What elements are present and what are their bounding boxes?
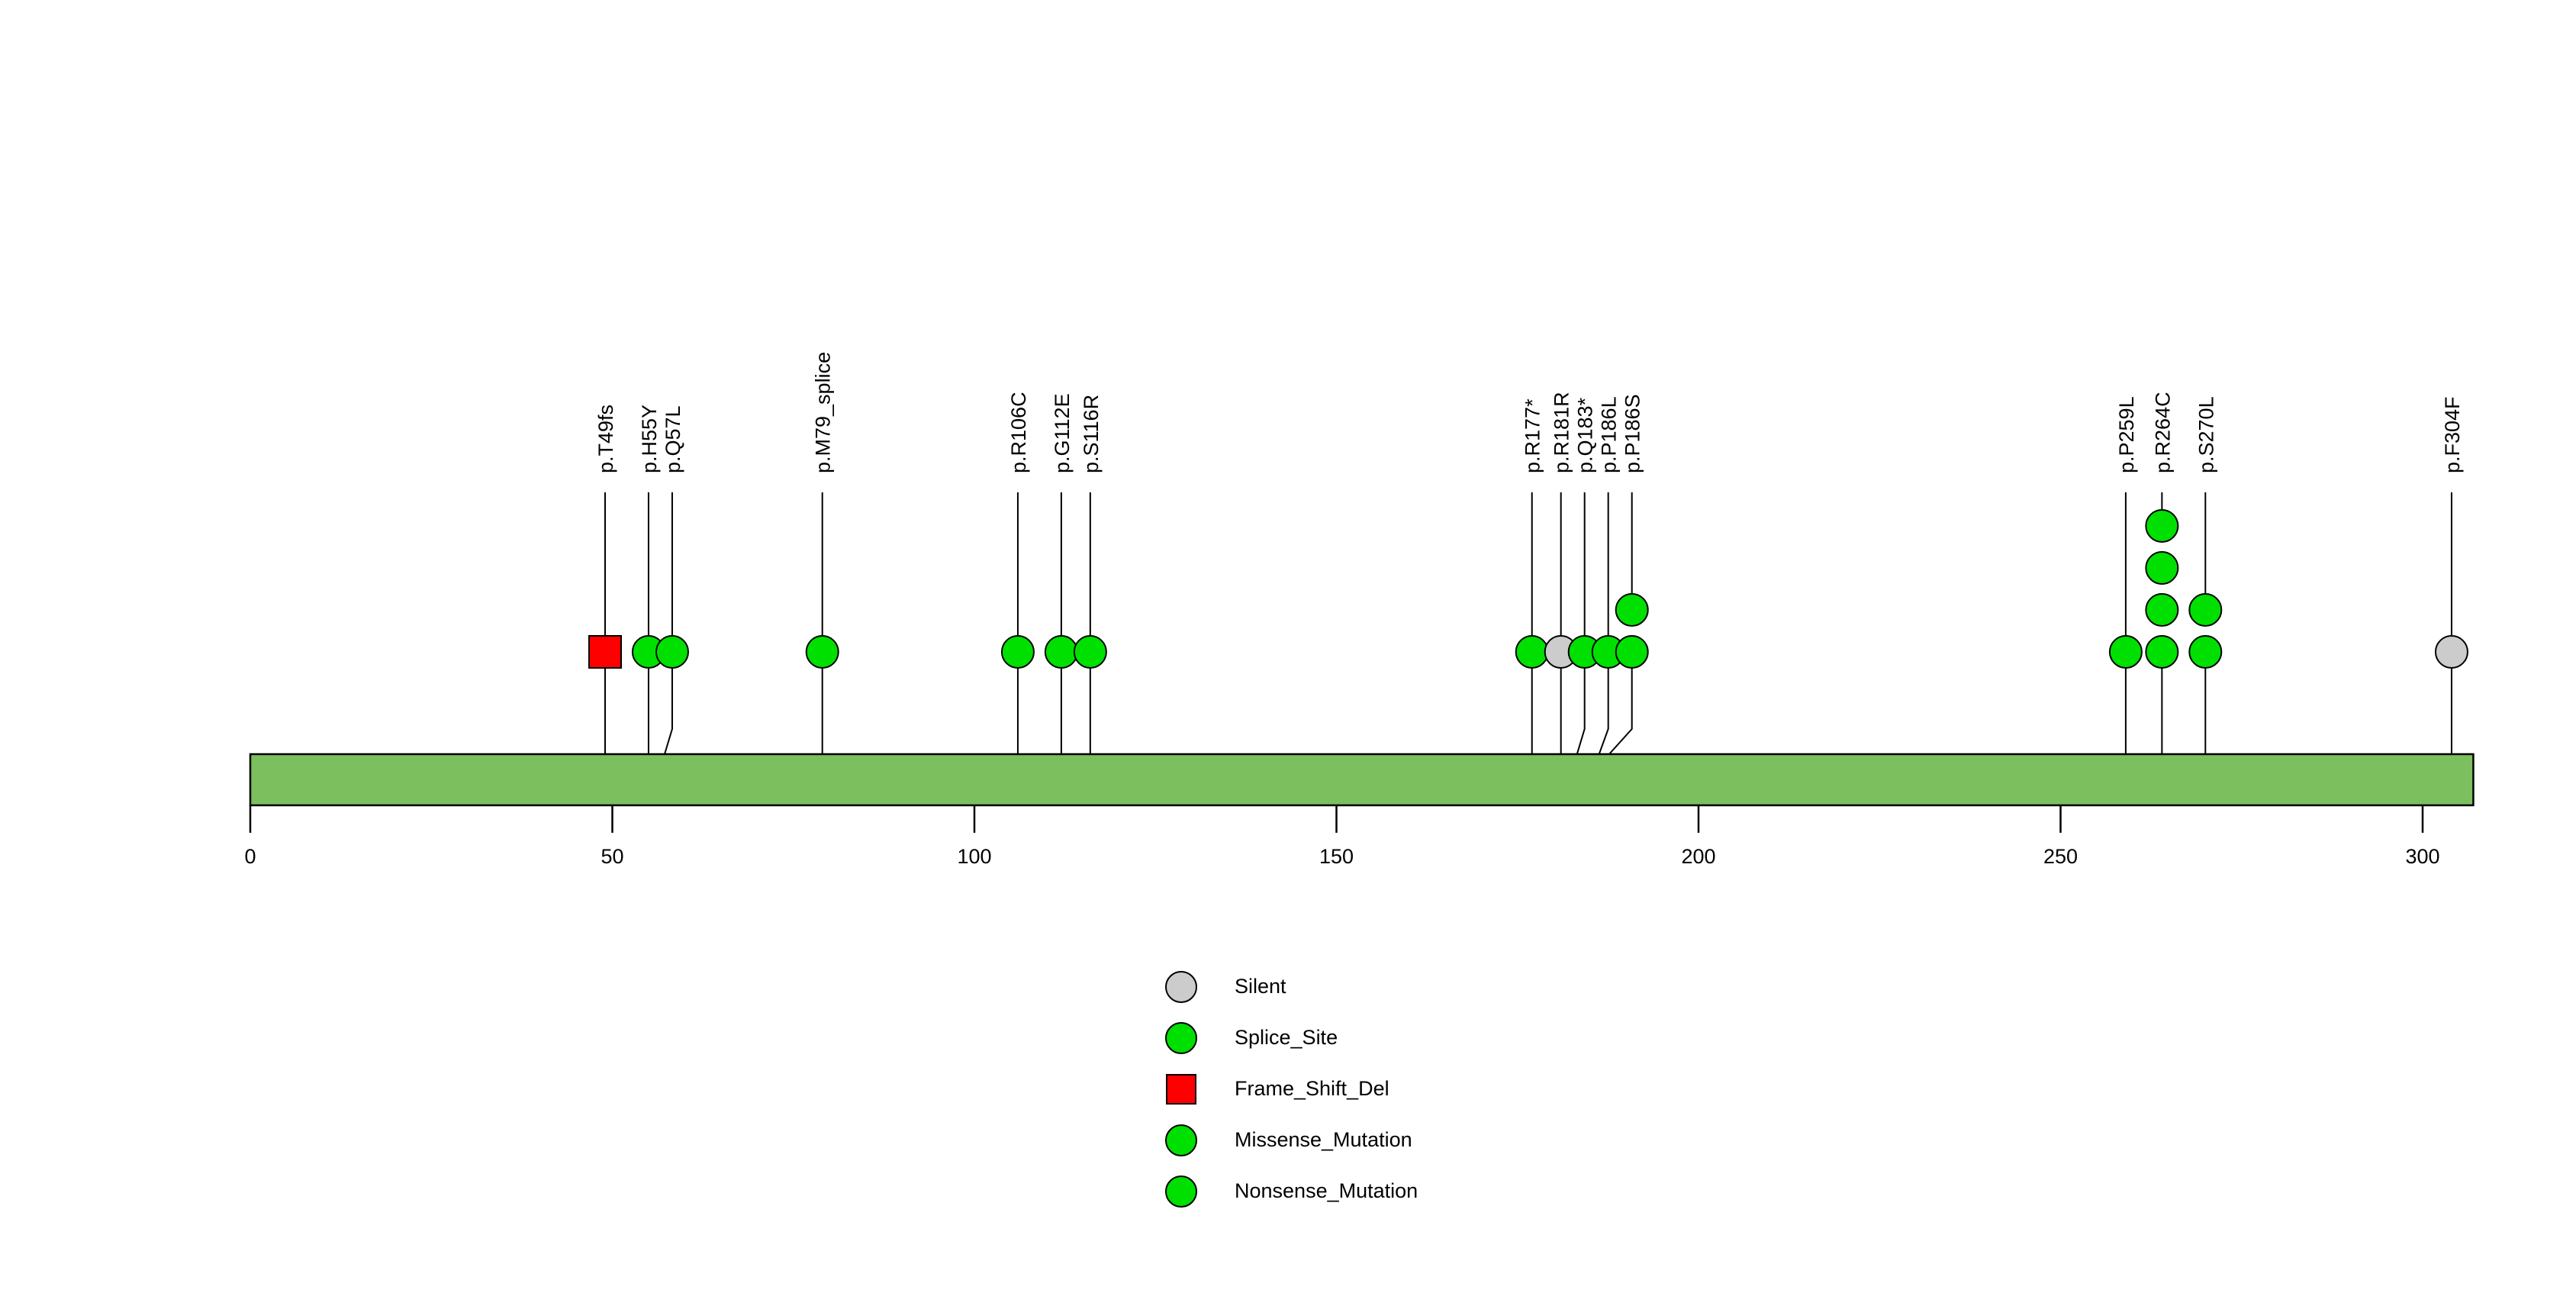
axis-tick-label: 300 [2405, 845, 2439, 868]
legend-swatch [1165, 1124, 1197, 1156]
axis-tick-label: 250 [2043, 845, 2078, 868]
mutation-marker[interactable] [2145, 551, 2179, 585]
mutation-label: p.P259L [2115, 396, 2138, 473]
axis-tick-label: 100 [957, 845, 991, 868]
mutation-marker[interactable] [1615, 635, 1649, 669]
mutation-label: p.R181R [1550, 392, 1573, 473]
mutation-marker[interactable] [1000, 635, 1035, 669]
mutation-marker[interactable] [2434, 635, 2468, 669]
mutation-marker[interactable] [655, 635, 689, 669]
mutation-label: p.Q57L [662, 405, 684, 473]
mutation-label: p.Q183* [1574, 397, 1597, 473]
legend-swatch [1165, 971, 1197, 1003]
mutation-marker[interactable] [1515, 635, 1549, 669]
mutation-marker[interactable] [588, 635, 623, 669]
legend-swatch [1166, 1074, 1196, 1105]
axis-tick-label: 150 [1319, 845, 1354, 868]
mutation-label: p.R264C [2151, 392, 2174, 473]
legend-label: Splice_Site [1235, 1026, 1338, 1049]
mutation-marker[interactable] [2188, 593, 2223, 627]
mutation-marker[interactable] [2145, 593, 2179, 627]
mutation-label: p.P186L [1598, 396, 1621, 473]
axis-tick-label: 200 [1681, 845, 1715, 868]
legend-label: Silent [1235, 975, 1286, 998]
mutation-label: p.S270L [2194, 396, 2217, 473]
mutation-marker[interactable] [1615, 593, 1649, 627]
mutation-label: p.R177* [1521, 398, 1544, 473]
legend-swatch [1165, 1176, 1197, 1208]
axis-layer: 0 50 100 150 200 250 300 [244, 805, 2440, 868]
mutation-marker[interactable] [1073, 635, 1107, 669]
legend-label: Missense_Mutation [1235, 1128, 1412, 1151]
mutation-marker[interactable] [2145, 635, 2179, 669]
mutation-label: p.H55Y [638, 405, 661, 473]
axis-tick-label: 50 [601, 845, 623, 868]
mutation-label: p.S116R [1080, 395, 1103, 473]
mutation-label: p.G112E [1051, 393, 1074, 473]
mutation-marker[interactable] [2108, 635, 2143, 669]
mutation-marker[interactable] [2188, 635, 2223, 669]
protein-backbone-layer [249, 753, 2475, 807]
markers-layer [588, 509, 2468, 669]
legend-label: Frame_Shift_Del [1235, 1077, 1389, 1100]
mutation-label: p.M79_splice [812, 352, 835, 473]
mutation-label: p.F304F [2441, 396, 2464, 473]
mutation-marker[interactable] [1044, 635, 1078, 669]
legend-layer: SilentSplice_SiteFrame_Shift_DelMissense… [1165, 971, 1418, 1208]
legend-label: Nonsense_Mutation [1235, 1179, 1418, 1202]
mutation-marker[interactable] [805, 635, 839, 669]
mutation-label: p.P186S [1621, 394, 1644, 473]
legend-swatch [1165, 1022, 1197, 1054]
mutation-marker[interactable] [2145, 509, 2179, 543]
mutation-label: p.R106C [1007, 392, 1030, 473]
mutation-label: p.T49fs [594, 405, 617, 473]
protein-backbone-bar [249, 753, 2475, 807]
axis-tick-label: 0 [244, 845, 256, 868]
